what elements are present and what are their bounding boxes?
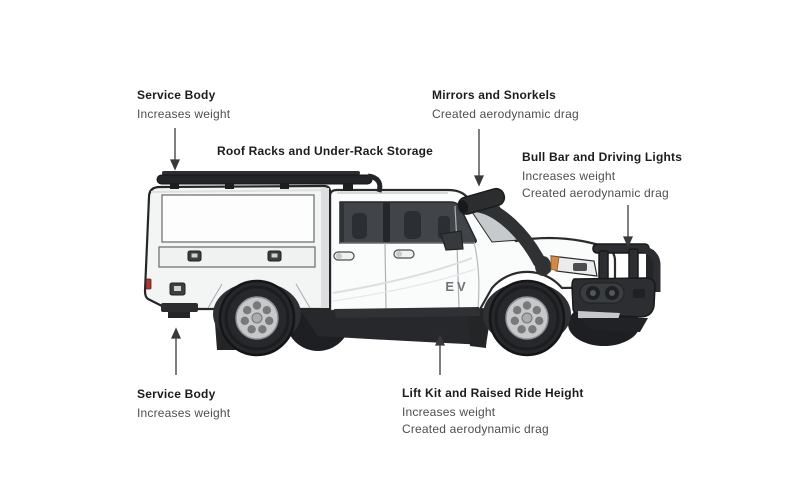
arrow-service-body-top [169,128,181,171]
rear-marker-light-icon [145,278,152,290]
service-body-graphic [143,184,332,318]
rear-wheel-graphic [218,279,296,357]
drawer-latch-left [187,250,202,262]
arrow-mirrors-snorkels [473,129,485,187]
front-wheel-graphic [488,279,566,357]
drawer-latch-right [267,250,282,262]
body-latch [169,282,186,296]
driving-lights-icon [579,282,625,304]
arrow-lift-kit [434,334,446,375]
ev-badge: EV [445,279,468,294]
side-mirror-icon [440,230,464,251]
headlight-graphic [550,255,598,277]
canopy-door-panel [161,194,315,243]
roof-rack-graphic [156,171,383,193]
snorkel-graphic [457,187,552,276]
arrow-bull-bar [622,205,634,248]
door-handle-rear [333,251,355,261]
canopy-drawer-panel [158,246,316,268]
bull-bar-graphic [571,243,661,332]
arrow-service-body-bottom [170,327,182,375]
annotation-arrows [169,128,634,375]
indicator-lens-icon [550,255,560,272]
door-handle-front [393,249,415,259]
rear-step-graphic [161,303,198,318]
